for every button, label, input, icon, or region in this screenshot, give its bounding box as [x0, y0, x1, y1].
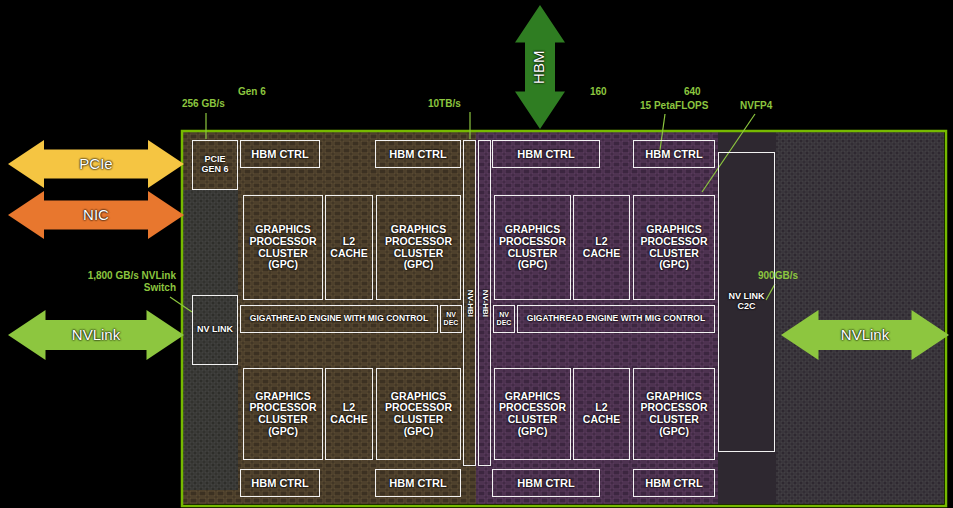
die-block: GRAPHICS PROCESSOR CLUSTER (GPC) [633, 368, 715, 460]
leader-line [469, 112, 470, 139]
die-block: L2 CACHE [325, 368, 373, 460]
block-label: NV LINK [197, 325, 233, 335]
block-label: GRAPHICS PROCESSOR CLUSTER (GPC) [379, 224, 458, 270]
die-block: GRAPHICS PROCESSOR CLUSTER (GPC) [633, 195, 715, 300]
leader-lines [170, 112, 775, 312]
block-label: NVLink [72, 327, 120, 344]
block-label: L2 CACHE [576, 402, 627, 425]
block-label: HBM CTRL [251, 148, 308, 160]
block-label: GRAPHICS PROCESSOR CLUSTER (GPC) [636, 224, 712, 270]
block-label: NV DEC [496, 311, 512, 326]
block-label: HBM CTRL [389, 148, 446, 160]
interface-arrow: NVLink [8, 310, 184, 360]
arrow-fill [8, 310, 184, 360]
interface-arrow: NVLink [781, 310, 949, 360]
die-block: HBM CTRL [240, 140, 320, 168]
right-io-region [718, 132, 944, 504]
die-block: NV DEC [440, 305, 462, 333]
spec-label: 10TB/s [428, 98, 461, 110]
interface-arrow: NIC [8, 191, 184, 239]
leader-line [205, 113, 206, 139]
block-label: GRAPHICS PROCESSOR CLUSTER (GPC) [497, 391, 568, 437]
die-block: HBM CTRL [633, 140, 715, 168]
die-block: L2 CACHE [325, 195, 373, 300]
block-label: GRAPHICS PROCESSOR CLUSTER (GPC) [636, 391, 712, 437]
die-block: PCIE GEN 6 [192, 140, 238, 190]
spec-label: 160 [590, 86, 607, 98]
die-block: L2 CACHE [573, 368, 630, 460]
block-label: HBM CTRL [251, 477, 308, 489]
block-label: HBM CTRL [645, 477, 702, 489]
die-block: GRAPHICS PROCESSOR CLUSTER (GPC) [494, 195, 571, 300]
interconnect-strip: NV-HBI [463, 140, 476, 466]
spec-label: 1,800 GB/s NVLink Switch [72, 270, 176, 293]
block-label: NVLink [841, 327, 889, 344]
block-label: GRAPHICS PROCESSOR CLUSTER (GPC) [379, 391, 458, 437]
spec-label: NVFP4 [740, 100, 772, 112]
spec-label: 15 PetaFLOPS [640, 100, 708, 112]
block-label: HBM CTRL [645, 148, 702, 160]
block-label: GRAPHICS PROCESSOR CLUSTER (GPC) [246, 391, 320, 437]
die-block: GIGATHREAD ENGINE WITH MIG CONTROL [517, 305, 715, 333]
block-label: L2 CACHE [576, 236, 627, 259]
block-label: L2 CACHE [328, 236, 370, 259]
block-label: NIC [83, 207, 109, 224]
die-block: HBM CTRL [240, 469, 320, 497]
die-border [182, 131, 946, 506]
block-label: PCIE GEN 6 [195, 155, 235, 175]
die-block: GRAPHICS PROCESSOR CLUSTER (GPC) [243, 195, 323, 300]
block-label: GRAPHICS PROCESSOR CLUSTER (GPC) [246, 224, 320, 270]
block-label: HBM [532, 50, 549, 83]
block-label: GRAPHICS PROCESSOR CLUSTER (GPC) [497, 224, 568, 270]
block-label: NV LINK C2C [721, 292, 772, 312]
die-block: GRAPHICS PROCESSOR CLUSTER (GPC) [376, 195, 461, 300]
spec-label: Gen 6 [238, 86, 266, 98]
die-block: HBM CTRL [375, 140, 461, 168]
block-label: HBM CTRL [517, 477, 574, 489]
die-block: HBM CTRL [492, 140, 600, 168]
interface-arrow: PCIe [8, 140, 184, 188]
spec-label: 900GB/s [758, 270, 798, 282]
leader-line [766, 284, 775, 300]
die-right-texture [476, 132, 718, 504]
arrow-fill [8, 140, 184, 188]
block-label: L2 CACHE [328, 402, 370, 425]
block-label: PCIe [79, 156, 112, 173]
leader-line [660, 114, 665, 150]
left-io-region [183, 190, 238, 490]
die-block: GRAPHICS PROCESSOR CLUSTER (GPC) [243, 368, 323, 460]
die-block: GRAPHICS PROCESSOR CLUSTER (GPC) [494, 368, 571, 460]
leader-line [170, 297, 192, 312]
leader-line [702, 114, 755, 192]
interconnect-strip: NV-HBI [478, 140, 491, 466]
arrow-fill [8, 191, 184, 239]
block-label: NV-HBI [465, 289, 474, 316]
die-block: HBM CTRL [633, 469, 715, 497]
die-right-half [476, 132, 944, 504]
arrow-fill [781, 310, 949, 360]
block-label: HBM CTRL [389, 477, 446, 489]
block-label: NV DEC [443, 311, 459, 326]
spec-label: 640 [684, 86, 701, 98]
die-block: NV LINK C2C [718, 152, 775, 452]
block-label: NV-HBI [480, 289, 489, 316]
spec-label: 256 GB/s [182, 98, 225, 110]
die-left-texture [183, 132, 476, 504]
die-block: L2 CACHE [573, 195, 630, 300]
die-block: GRAPHICS PROCESSOR CLUSTER (GPC) [376, 368, 461, 460]
block-label: HBM CTRL [517, 148, 574, 160]
arrow-fill [515, 5, 565, 129]
die-block: HBM CTRL [375, 469, 461, 497]
die-block: NV DEC [493, 305, 515, 333]
die-block: HBM CTRL [492, 469, 600, 497]
die-block: NV LINK [192, 295, 238, 365]
left-io-texture [183, 190, 238, 490]
die-left-half [183, 132, 476, 504]
interface-arrow: HBM [515, 5, 565, 129]
block-label: GIGATHREAD ENGINE WITH MIG CONTROL [250, 314, 428, 323]
block-label: GIGATHREAD ENGINE WITH MIG CONTROL [527, 314, 705, 323]
die-block: GIGATHREAD ENGINE WITH MIG CONTROL [240, 305, 438, 333]
